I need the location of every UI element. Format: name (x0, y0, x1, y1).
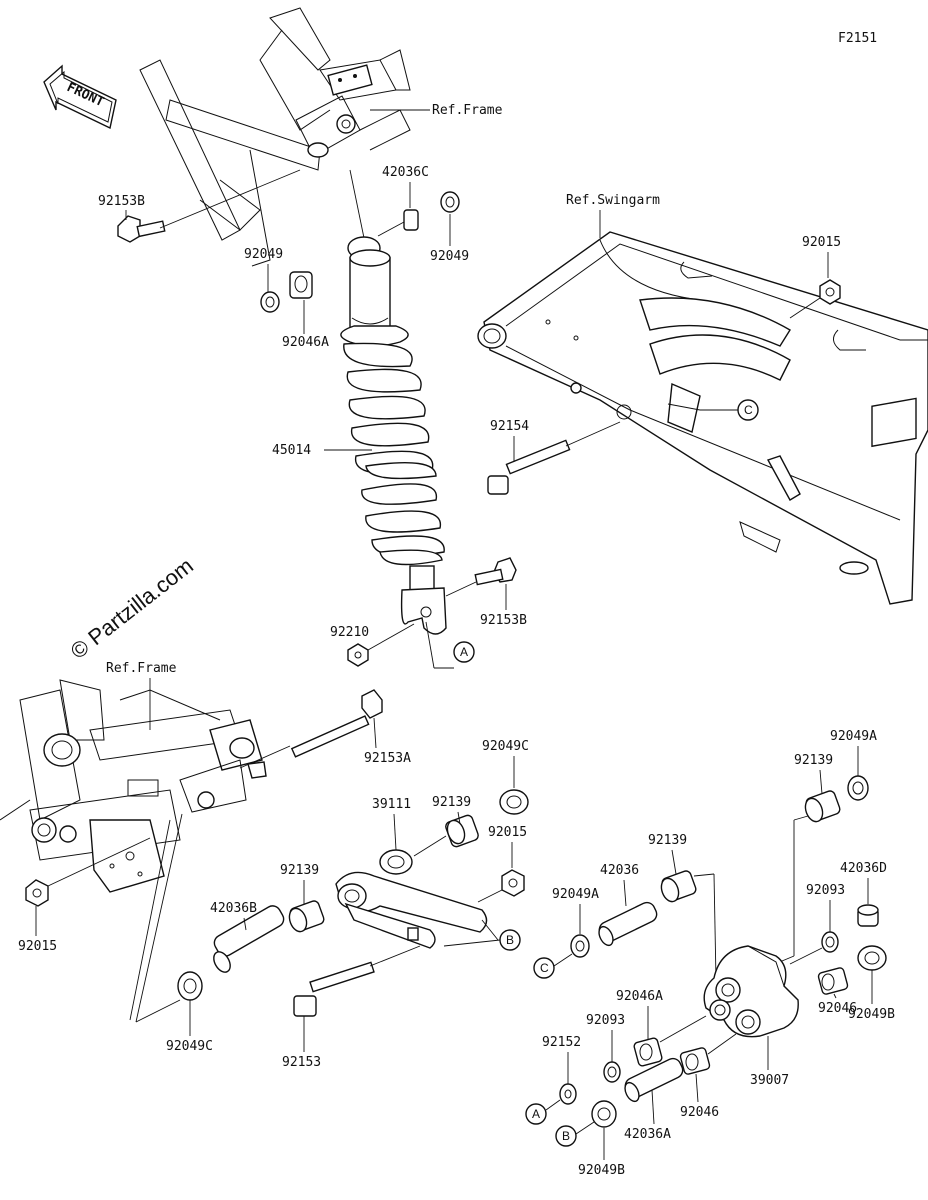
part-92093-seal-bot (603, 1061, 621, 1083)
label-92049a-mid: 92049A (552, 887, 599, 902)
frame-bottom (0, 679, 267, 893)
part-92049a-seal-right (847, 775, 869, 801)
label-92046a-top: 92046A (282, 335, 329, 350)
part-92049-seal-left (260, 291, 280, 313)
part-42036d-collar (857, 904, 879, 927)
part-92152-washer (545, 1083, 577, 1111)
label-45014: 45014 (272, 443, 311, 458)
label-92046a-bot: 92046A (616, 989, 663, 1004)
callout-c-top: C (667, 399, 759, 421)
label-92139-c: 92139 (648, 833, 687, 848)
part-92046-bearing-bot (679, 1033, 737, 1075)
label-42036c: 42036C (382, 165, 429, 180)
label-92049-right: 92049 (430, 249, 469, 264)
part-42036a-sleeve (624, 1057, 684, 1103)
label-39007: 39007 (750, 1073, 789, 1088)
label-42036d: 42036D (840, 861, 887, 876)
part-92015-left-nut (25, 837, 151, 907)
label-92154: 92154 (490, 419, 529, 434)
label-92015-top: 92015 (802, 235, 841, 250)
svg-text:A: A (532, 1107, 540, 1121)
part-92015-mid-nut (477, 869, 525, 903)
part-92049c-seal-top (499, 789, 529, 815)
part-92154-bolt (487, 421, 621, 495)
svg-text:C: C (744, 403, 753, 417)
swingarm (477, 231, 928, 605)
part-92139-collar-a (413, 814, 479, 857)
figure-code: F2151 (838, 31, 877, 46)
part-92153-bolt (293, 945, 421, 1017)
part-92046a-bearing-bot (633, 1015, 707, 1067)
label-92093-bot: 92093 (586, 1013, 625, 1028)
part-92153a-bolt (239, 689, 383, 769)
part-92049-seal-right (440, 191, 460, 213)
label-92049b-right: 92049B (848, 1007, 895, 1022)
part-92015-top-nut (789, 279, 841, 319)
label-92153a: 92153A (364, 751, 411, 766)
part-92049a-seal-mid (553, 934, 590, 967)
label-92139-b: 92139 (280, 863, 319, 878)
callout-c-bot: C (533, 957, 555, 979)
part-92049b-seal-bot (575, 1100, 617, 1135)
label-92139-a: 92139 (432, 795, 471, 810)
front-arrow: FRONT (43, 64, 117, 130)
label-92093-right: 92093 (806, 883, 845, 898)
part-92093-seal-right (789, 931, 839, 965)
svg-text:B: B (506, 933, 514, 947)
label-92049b-bot: 92049B (578, 1163, 625, 1178)
label-92049c-bot: 92049C (166, 1039, 213, 1054)
part-92153b-top-bolt (117, 169, 301, 243)
part-92049b-seal-right (857, 945, 887, 971)
part-39111-link (335, 849, 499, 949)
label-42036a: 42036A (624, 1127, 671, 1142)
part-92049c-seal-bot (135, 971, 203, 1023)
label-92139-d: 92139 (794, 753, 833, 768)
label-42036b: 42036B (210, 901, 257, 916)
label-42036: 42036 (600, 863, 639, 878)
frame-top (139, 7, 411, 267)
watermark: © Partzilla.com (66, 553, 198, 664)
part-92046-bearing-right (817, 967, 849, 995)
part-42036-sleeve (598, 901, 658, 947)
ref-swingarm: Ref.Swingarm (566, 193, 660, 208)
label-92153b-mid: 92153B (480, 613, 527, 628)
part-92210-nut (347, 623, 415, 667)
label-92046-bot: 92046 (680, 1105, 719, 1120)
part-39007-rocker (703, 945, 799, 1038)
part-92046a-bearing-top (289, 271, 313, 299)
svg-text:B: B (562, 1129, 570, 1143)
label-92153b-top: 92153B (98, 194, 145, 209)
label-92049c-top: 92049C (482, 739, 529, 754)
svg-text:C: C (540, 961, 549, 975)
svg-text:A: A (460, 645, 468, 659)
callout-a-bot: A (525, 1103, 547, 1125)
part-92153b-mid-bolt (445, 557, 517, 597)
label-39111: 39111 (372, 797, 411, 812)
label-92015-left: 92015 (18, 939, 57, 954)
callout-b-link: B (443, 929, 521, 951)
ref-frame-top: Ref.Frame (432, 103, 503, 118)
part-92139-collar-c (660, 870, 717, 981)
label-92015-mid: 92015 (488, 825, 527, 840)
label-92046-right: 92046 (818, 1001, 857, 1016)
part-42036b-sleeve (213, 905, 285, 973)
part-92139-collar-b (288, 900, 325, 933)
part-45014-shock-absorber (340, 169, 447, 669)
part-92139-collar-d (769, 790, 841, 967)
part-42036c-collar (403, 209, 419, 231)
label-92153: 92153 (282, 1055, 321, 1070)
callout-b-bot: B (555, 1125, 577, 1147)
label-92049a-right: 92049A (830, 729, 877, 744)
label-92152: 92152 (542, 1035, 581, 1050)
label-92210: 92210 (330, 625, 369, 640)
label-92049-left: 92049 (244, 247, 283, 262)
callout-a-top: A (434, 641, 475, 669)
ref-frame-bottom: Ref.Frame (106, 661, 177, 676)
